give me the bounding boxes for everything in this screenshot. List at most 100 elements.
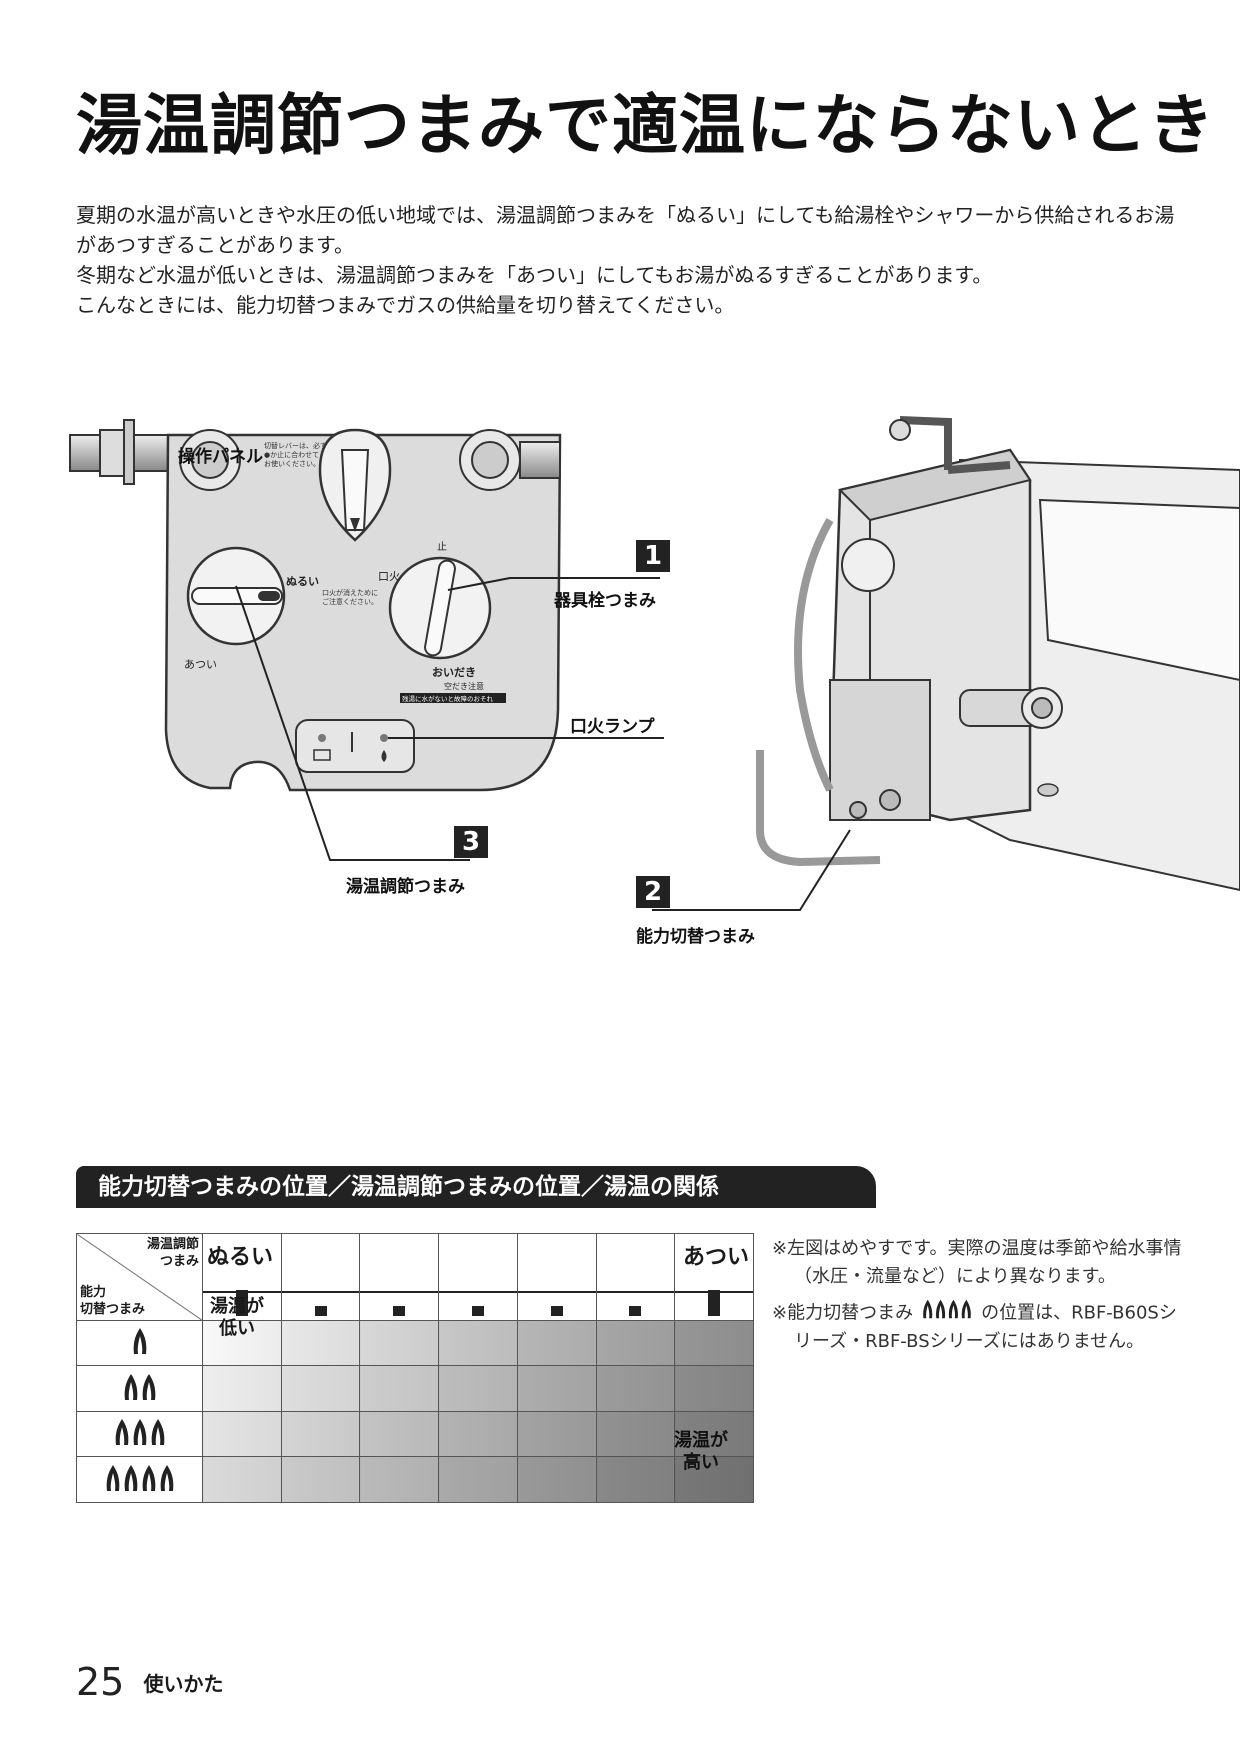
- flame-4-icon: [913, 1299, 981, 1324]
- temperature-cell: [595, 1365, 676, 1412]
- pilot-lamp-label: 口火ランプ: [570, 717, 655, 737]
- svg-text:残湯に水がないと故障のおそれ: 残湯に水がないと故障のおそれ: [402, 694, 494, 703]
- tick-mark-large: [708, 1289, 721, 1316]
- low-temp-label: ぬるい: [207, 1245, 274, 1270]
- footer-section-name: 使いかた: [143, 1671, 224, 1696]
- header-cell-4: [438, 1233, 518, 1321]
- header-cell-1: ぬるい: [202, 1233, 282, 1321]
- header-cell-7: あつい: [674, 1233, 754, 1321]
- tick-mark: [393, 1305, 406, 1316]
- temperature-cell: [359, 1319, 440, 1367]
- temperature-cell: [359, 1456, 440, 1503]
- temperature-cell: [280, 1365, 361, 1412]
- svg-text:お使いください。: お使いください。: [264, 459, 320, 468]
- svg-text:ご注意ください。: ご注意ください。: [322, 597, 378, 606]
- flame-icon: [115, 1419, 164, 1446]
- svg-text:口火: 口火: [378, 570, 400, 583]
- temperature-cell: [359, 1410, 440, 1458]
- callout-number-3: 3: [454, 826, 488, 858]
- tick-mark: [471, 1305, 484, 1316]
- header-cell-5: [516, 1233, 597, 1321]
- header-cell-3: [359, 1233, 440, 1321]
- page-number: 25: [76, 1660, 125, 1704]
- table-row: [76, 1319, 754, 1367]
- relation-section-heading: 能力切替つまみの位置／湯温調節つまみの位置／湯温の関係: [76, 1166, 876, 1208]
- temperature-cell: [280, 1319, 361, 1367]
- temperature-cell: [595, 1410, 676, 1458]
- capacity-level-cell: [76, 1456, 203, 1503]
- intro-paragraph-3: こんなときには、能力切替つまみでガスの供給量を切り替えてください。: [76, 293, 735, 317]
- temperature-cell: [202, 1319, 282, 1367]
- temperature-cell: [674, 1410, 754, 1458]
- tick-mark: [314, 1305, 327, 1316]
- temperature-cell: [202, 1456, 282, 1503]
- heater-figure: 切替レバーは、必ず ●か止に合わせて お使いください。 ぬるい あつい 止 口火…: [0, 390, 1240, 954]
- intro-paragraph-2: 冬期など水温が低いときは、湯温調節つまみを「あつい」にしてもお湯がぬるすぎること…: [76, 263, 993, 287]
- callout-label-3: 湯温調節つまみ: [346, 877, 465, 897]
- temperature-cell: [516, 1319, 597, 1367]
- temperature-cell: [516, 1365, 597, 1412]
- corner-top-line1: 湯温調節: [146, 1237, 199, 1252]
- high-temp-label: あつい: [682, 1245, 749, 1270]
- note-2: ※能力切替つまみの位置は、RBF-B60Sシリーズ・RBF-BSシリーズにはあり…: [772, 1299, 1182, 1356]
- corner-top-line2: つまみ: [159, 1254, 199, 1269]
- relation-table: 湯温調節つまみ 能力切替つまみ ぬるい あつい: [76, 1233, 754, 1503]
- flame-icon: [923, 1299, 971, 1319]
- temperature-cell: [438, 1319, 518, 1367]
- svg-text:ぬるい: ぬるい: [286, 575, 319, 588]
- temperature-cell: [516, 1410, 597, 1458]
- temperature-cell: [280, 1456, 361, 1503]
- temperature-cell: [359, 1365, 440, 1412]
- header-cell-6: [595, 1233, 676, 1321]
- temperature-cell: [595, 1319, 676, 1367]
- table-notes: ※左図はめやすです。実際の温度は季節や給水事情（水圧・流量など）により異なります…: [772, 1235, 1182, 1364]
- table-corner-cell: 湯温調節つまみ 能力切替つまみ: [76, 1233, 203, 1321]
- temperature-cell: [516, 1456, 597, 1503]
- callout-label-1: 器具栓つまみ: [554, 591, 656, 611]
- svg-text:おいだき: おいだき: [432, 666, 476, 679]
- heater-illustration: 切替レバーは、必ず ●か止に合わせて お使いください。 ぬるい あつい 止 口火…: [69, 416, 1240, 911]
- callout-label-2: 能力切替つまみ: [636, 927, 755, 947]
- temperature-cell: [595, 1456, 676, 1503]
- callout-number-1: 1: [636, 540, 670, 572]
- page-title: 湯温調節つまみで適温にならないとき: [76, 87, 1215, 164]
- capacity-level-cell: [76, 1365, 203, 1412]
- temperature-cell: [438, 1365, 518, 1412]
- temperature-cell: [202, 1365, 282, 1412]
- intro-text: 夏期の水温が高いときや水圧の低い地域では、湯温調節つまみを「ぬるい」にしても給湯…: [76, 200, 1186, 320]
- flame-icon: [106, 1464, 173, 1491]
- flame-icon: [124, 1373, 155, 1400]
- capacity-level-cell: [76, 1319, 203, 1367]
- note-1: ※左図はめやすです。実際の温度は季節や給水事情（水圧・流量など）により異なります…: [772, 1238, 1182, 1287]
- corner-bottom-line2: 切替つまみ: [80, 1301, 146, 1317]
- temperature-cell: [674, 1456, 754, 1503]
- table-row: [76, 1365, 754, 1412]
- svg-text:空だき注意: 空だき注意: [444, 681, 484, 691]
- svg-text:●か止に合わせて: ●か止に合わせて: [264, 450, 319, 459]
- tick-mark-large: [235, 1289, 248, 1316]
- tick-mark: [629, 1305, 642, 1316]
- callout-number-2: 2: [636, 876, 670, 908]
- header-cell-2: [280, 1233, 361, 1321]
- capacity-level-cell: [76, 1410, 203, 1458]
- temperature-cell: [438, 1410, 518, 1458]
- tick-mark: [550, 1305, 563, 1316]
- svg-text:あつい: あつい: [184, 658, 217, 671]
- corner-bottom-line1: 能力: [80, 1284, 107, 1300]
- flame-icon: [133, 1328, 146, 1355]
- low-temp-note: 湯温が低い: [210, 1296, 264, 1339]
- temperature-cell: [674, 1365, 754, 1412]
- temperature-cell: [202, 1410, 282, 1458]
- temperature-cell: [280, 1410, 361, 1458]
- high-temp-note: 湯温が高い: [674, 1430, 728, 1473]
- temperature-cell: [438, 1456, 518, 1503]
- svg-text:止: 止: [437, 541, 447, 553]
- page-footer: 25 使いかた: [76, 1660, 223, 1704]
- table-row: [76, 1456, 754, 1503]
- temperature-cell: [674, 1319, 754, 1367]
- panel-label: 操作パネル: [178, 447, 263, 467]
- lamp-window: [295, 719, 415, 773]
- table-row: [76, 1410, 754, 1458]
- intro-paragraph-1: 夏期の水温が高いときや水圧の低い地域では、湯温調節つまみを「ぬるい」にしても給湯…: [76, 203, 1175, 257]
- svg-text:切替レバーは、必ず: 切替レバーは、必ず: [264, 441, 327, 450]
